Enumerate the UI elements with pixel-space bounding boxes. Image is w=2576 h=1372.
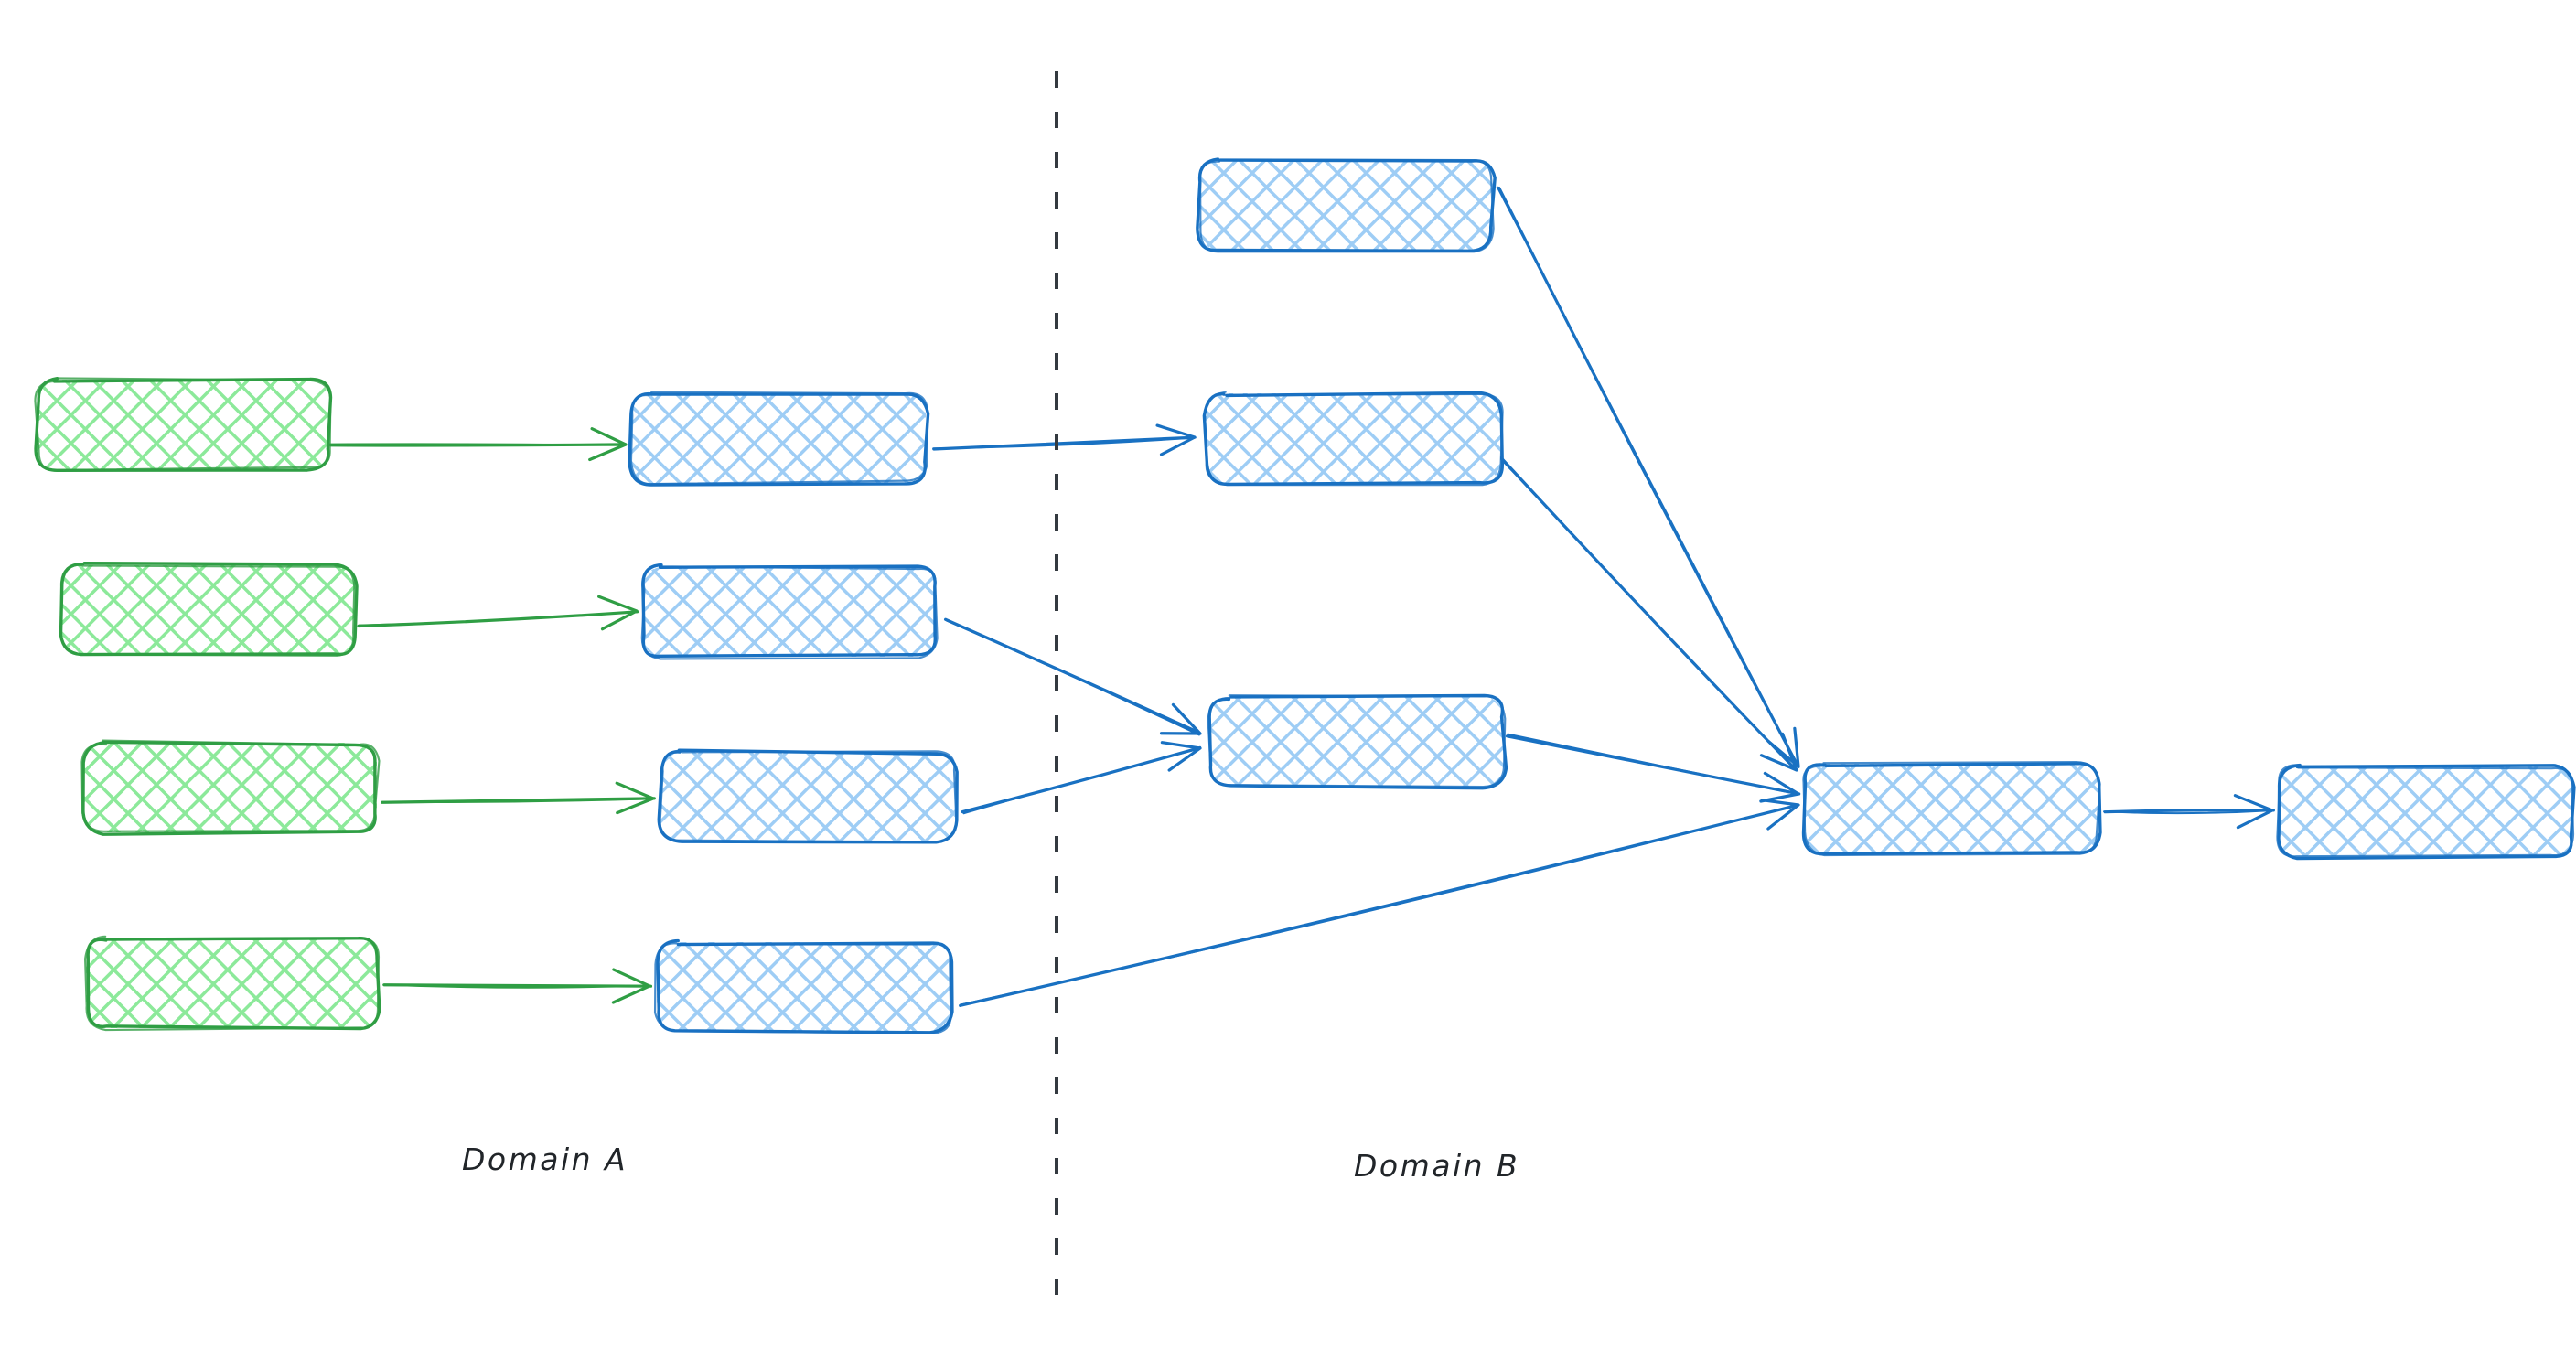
- node-fill: [642, 567, 937, 657]
- node-a-mid-2[interactable]: [640, 563, 939, 660]
- domain-b-label: Domain B: [1354, 1148, 1520, 1184]
- node-fill: [1209, 697, 1504, 787]
- node-a-mid-4[interactable]: [653, 938, 954, 1034]
- arrow-head-icon: [588, 427, 628, 462]
- node-a-src-1[interactable]: [34, 377, 333, 472]
- arrow-head-icon: [597, 595, 639, 631]
- node-fill: [86, 938, 379, 1028]
- node-a-src-3[interactable]: [80, 739, 381, 836]
- node-outline: [80, 739, 381, 832]
- node-fill: [660, 752, 955, 841]
- node-outline: [1203, 391, 1504, 487]
- arrow-head-icon: [2233, 794, 2274, 830]
- node-fill: [1804, 764, 2098, 853]
- node-outline: [59, 563, 356, 657]
- node-b-2[interactable]: [1202, 391, 1505, 487]
- arrow-head-icon: [1160, 741, 1202, 772]
- edge-e6: [943, 617, 1202, 736]
- edge-e8: [959, 799, 1800, 1007]
- edge-e3: [381, 781, 656, 815]
- node-outline: [640, 563, 939, 660]
- node-outline: [34, 377, 332, 472]
- arrow-head-icon: [611, 968, 651, 1004]
- node-fill: [1206, 393, 1500, 483]
- node-a-src-4[interactable]: [84, 935, 381, 1032]
- edge-e9: [1496, 186, 1800, 768]
- arrow-head-icon: [1155, 423, 1197, 456]
- node-outline: [2276, 764, 2575, 858]
- node-a-mid-3[interactable]: [657, 748, 959, 844]
- node-fill: [631, 393, 926, 483]
- node-fill: [657, 942, 951, 1032]
- edge-e11: [1505, 733, 1801, 803]
- edge-e12: [2103, 794, 2275, 830]
- domain-a-label: Domain A: [462, 1142, 628, 1177]
- arrow-head-icon: [1760, 799, 1800, 831]
- edge-e4: [382, 968, 653, 1004]
- arrow-head-icon: [615, 781, 655, 815]
- node-fill: [1198, 160, 1493, 250]
- node-outline: [1207, 694, 1507, 788]
- node-fill: [2278, 766, 2572, 856]
- arrow-head-icon: [1759, 732, 1798, 772]
- node-b-out[interactable]: [2276, 763, 2576, 861]
- node-fill: [84, 743, 377, 832]
- node-outline: [653, 942, 952, 1034]
- edge-e10: [1497, 456, 1798, 772]
- node-outline: [34, 377, 333, 472]
- edge-e2: [357, 595, 639, 631]
- node-outline: [84, 935, 380, 1032]
- node-a-src-2[interactable]: [59, 561, 359, 657]
- node-outline: [629, 391, 929, 486]
- node-outline: [1198, 158, 1495, 253]
- edge-e5: [932, 423, 1197, 456]
- node-outline: [1802, 760, 2101, 857]
- nodes-layer: [34, 157, 2576, 1034]
- arrow-head-icon: [1159, 702, 1202, 735]
- node-b-3[interactable]: [1207, 693, 1508, 790]
- node-b-hub[interactable]: [1801, 760, 2102, 857]
- edge-e7: [961, 741, 1202, 815]
- node-fill: [62, 565, 355, 655]
- edges-layer: [328, 186, 2275, 1007]
- edge-e1: [328, 427, 628, 462]
- node-outline: [659, 749, 958, 843]
- node-fill: [37, 380, 329, 469]
- node-a-mid-1[interactable]: [628, 391, 930, 487]
- node-b-1[interactable]: [1196, 157, 1497, 253]
- arrow-head-icon: [1759, 771, 1800, 803]
